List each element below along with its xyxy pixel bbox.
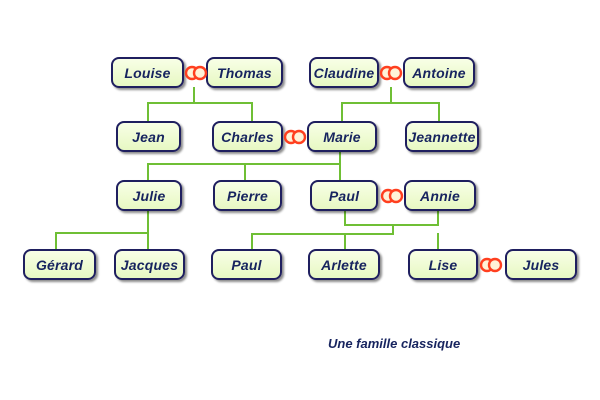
person-name-marie: Marie [323, 128, 361, 145]
person-louise: Louise [111, 57, 184, 88]
person-name-jeannette: Jeannette [408, 128, 476, 145]
connector-charles-marie-children [147, 151, 341, 181]
person-name-gerard: Gérard [35, 256, 84, 273]
person-jules: Jules [505, 249, 577, 280]
person-name-charles: Charles [221, 128, 274, 145]
connector-louise-thomas-children [147, 87, 253, 122]
person-name-arlette: Arlette [321, 256, 367, 273]
person-name-jean: Jean [132, 128, 165, 145]
person-name-thomas: Thomas [217, 64, 272, 81]
person-name-annie: Annie [420, 187, 460, 204]
person-paul-parent: Paul [310, 180, 378, 211]
person-paul-child: Paul [211, 249, 282, 280]
person-jeannette: Jeannette [405, 121, 479, 152]
connector-claudine-antoine-children [341, 87, 440, 122]
diagram-caption: Une famille classique [328, 336, 461, 351]
person-jean: Jean [116, 121, 181, 152]
connector-julie-children [55, 210, 149, 250]
wedding-rings-icon [379, 63, 403, 83]
person-antoine: Antoine [403, 57, 475, 88]
person-name-antoine: Antoine [412, 64, 466, 81]
wedding-rings-icon [479, 255, 503, 275]
person-claudine: Claudine [309, 57, 379, 88]
person-name-julie: Julie [132, 187, 166, 204]
person-name-paul-parent: Paul [328, 187, 360, 204]
person-thomas: Thomas [206, 57, 283, 88]
person-lise: Lise [408, 249, 478, 280]
connector-paul-annie-children [251, 210, 439, 250]
wedding-rings-icon [380, 186, 404, 206]
person-charles: Charles [212, 121, 283, 152]
person-jacques: Jacques [114, 249, 185, 280]
wedding-rings-icon [184, 63, 208, 83]
person-name-claudine: Claudine [313, 64, 375, 81]
person-name-jacques: Jacques [120, 256, 179, 273]
person-gerard: Gérard [23, 249, 96, 280]
person-julie: Julie [116, 180, 182, 211]
person-name-jules: Jules [522, 256, 560, 273]
person-annie: Annie [404, 180, 476, 211]
wedding-rings-icon [283, 127, 307, 147]
person-pierre: Pierre [213, 180, 282, 211]
person-name-lise: Lise [428, 256, 458, 273]
person-arlette: Arlette [308, 249, 380, 280]
person-name-paul-child: Paul [231, 256, 262, 273]
person-marie: Marie [307, 121, 377, 152]
person-name-louise: Louise [124, 64, 171, 81]
person-name-pierre: Pierre [227, 187, 268, 204]
